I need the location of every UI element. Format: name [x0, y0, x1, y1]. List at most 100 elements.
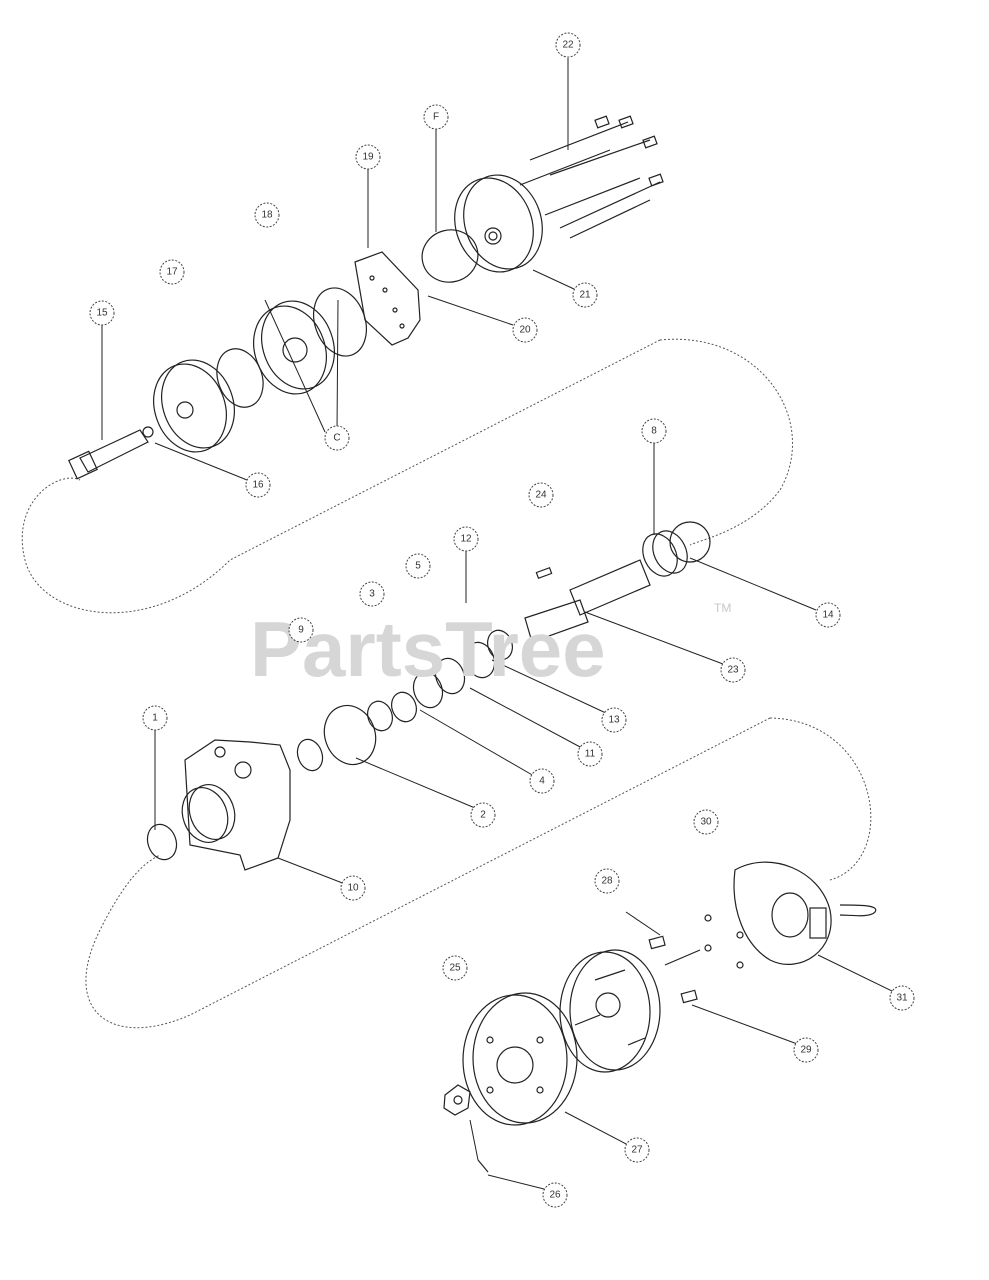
callout-circle — [470, 802, 496, 828]
callout-label: 15 — [96, 308, 108, 319]
callout-circle — [577, 741, 603, 767]
callout-circle — [142, 705, 168, 731]
callout-8[interactable]: 8 — [641, 418, 667, 444]
callout-circle — [405, 553, 431, 579]
callout-circle — [245, 472, 271, 498]
callout-22[interactable]: 22 — [555, 32, 581, 58]
callout-16[interactable]: 16 — [245, 472, 271, 498]
callout-label: 28 — [601, 876, 613, 887]
callout-circle — [720, 657, 746, 683]
callout-f[interactable]: F — [423, 104, 449, 130]
output-shaft — [524, 559, 651, 643]
callout-28[interactable]: 28 — [594, 868, 620, 894]
part-drawings — [68, 115, 877, 1173]
brake-hub — [559, 949, 661, 1073]
callout-circle — [453, 526, 479, 552]
callout-31[interactable]: 31 — [889, 985, 915, 1011]
callout-17[interactable]: 17 — [159, 259, 185, 285]
svg-text:PartsTree: PartsTree — [250, 605, 606, 693]
gerotor — [253, 300, 335, 395]
callout-circle — [555, 32, 581, 58]
callout-10[interactable]: 10 — [340, 875, 366, 901]
callout-label: 10 — [347, 883, 359, 894]
callout-label: 16 — [252, 480, 264, 491]
callout-circle — [529, 768, 555, 794]
callout-label: 20 — [519, 325, 531, 336]
callout-circle — [442, 955, 468, 981]
callout-5[interactable]: 5 — [405, 553, 431, 579]
callout-label: 8 — [651, 426, 657, 437]
partstree-watermark: PartsTree TM — [250, 601, 731, 693]
callout-circle — [288, 617, 314, 643]
callout-circle — [324, 425, 350, 451]
callout-3[interactable]: 3 — [359, 581, 385, 607]
callout-11[interactable]: 11 — [577, 741, 603, 767]
callout-27[interactable]: 27 — [624, 1137, 650, 1163]
callout-label: 25 — [449, 963, 461, 974]
callout-2[interactable]: 2 — [470, 802, 496, 828]
callout-label: 18 — [261, 210, 273, 221]
callout-21[interactable]: 21 — [572, 282, 598, 308]
callout-label: 27 — [631, 1145, 643, 1156]
callout-1[interactable]: 1 — [142, 705, 168, 731]
callout-label: 19 — [362, 152, 374, 163]
callout-18[interactable]: 18 — [254, 202, 280, 228]
callout-circle — [359, 581, 385, 607]
callout-label: 2 — [480, 810, 486, 821]
callout-circle — [340, 875, 366, 901]
callout-circle — [793, 1037, 819, 1063]
callout-circle — [542, 1182, 568, 1208]
callout-29[interactable]: 29 — [793, 1037, 819, 1063]
callout-circle — [641, 418, 667, 444]
callout-circle — [423, 104, 449, 130]
callout-label: 23 — [727, 665, 739, 676]
callout-label: 24 — [535, 490, 547, 501]
plate-19 — [354, 251, 421, 346]
callout-label: 13 — [608, 715, 620, 726]
callout-13[interactable]: 13 — [601, 707, 627, 733]
brake-drum — [462, 992, 578, 1126]
callout-circle — [624, 1137, 650, 1163]
callout-30[interactable]: 30 — [693, 809, 719, 835]
callout-circle — [693, 809, 719, 835]
bolts — [519, 115, 664, 239]
callout-4[interactable]: 4 — [529, 768, 555, 794]
callout-label: 12 — [460, 534, 472, 545]
callout-label: 22 — [562, 40, 574, 51]
callout-circle — [889, 985, 915, 1011]
callout-15[interactable]: 15 — [89, 300, 115, 326]
callout-19[interactable]: 19 — [355, 144, 381, 170]
callout-label: 17 — [166, 267, 178, 278]
callout-label: 30 — [700, 817, 712, 828]
bearing-8 — [642, 521, 711, 577]
callout-label: 21 — [579, 290, 591, 301]
callout-circle — [815, 602, 841, 628]
callout-label: 14 — [822, 610, 834, 621]
callout-25[interactable]: 25 — [442, 955, 468, 981]
callout-label: 9 — [298, 625, 304, 636]
callout-label: 3 — [369, 589, 375, 600]
drive-shaft — [68, 426, 154, 480]
callout-circle — [89, 300, 115, 326]
callout-12[interactable]: 12 — [453, 526, 479, 552]
callout-14[interactable]: 14 — [815, 602, 841, 628]
callout-label: 26 — [549, 1190, 561, 1201]
callout-c[interactable]: C — [324, 425, 350, 451]
callout-label: C — [333, 433, 340, 444]
brake-shield — [733, 861, 877, 965]
callout-20[interactable]: 20 — [512, 317, 538, 343]
callout-9[interactable]: 9 — [288, 617, 314, 643]
callout-label: 29 — [800, 1045, 812, 1056]
o-ring-f — [421, 229, 479, 283]
callout-23[interactable]: 23 — [720, 657, 746, 683]
callout-label: 31 — [896, 993, 908, 1004]
callout-circle — [572, 282, 598, 308]
callout-24[interactable]: 24 — [528, 482, 554, 508]
callout-circle — [159, 259, 185, 285]
callout-label: 1 — [152, 713, 158, 724]
callout-circle — [512, 317, 538, 343]
callout-26[interactable]: 26 — [542, 1182, 568, 1208]
svg-text:TM: TM — [714, 601, 731, 615]
callout-label: F — [433, 112, 439, 123]
